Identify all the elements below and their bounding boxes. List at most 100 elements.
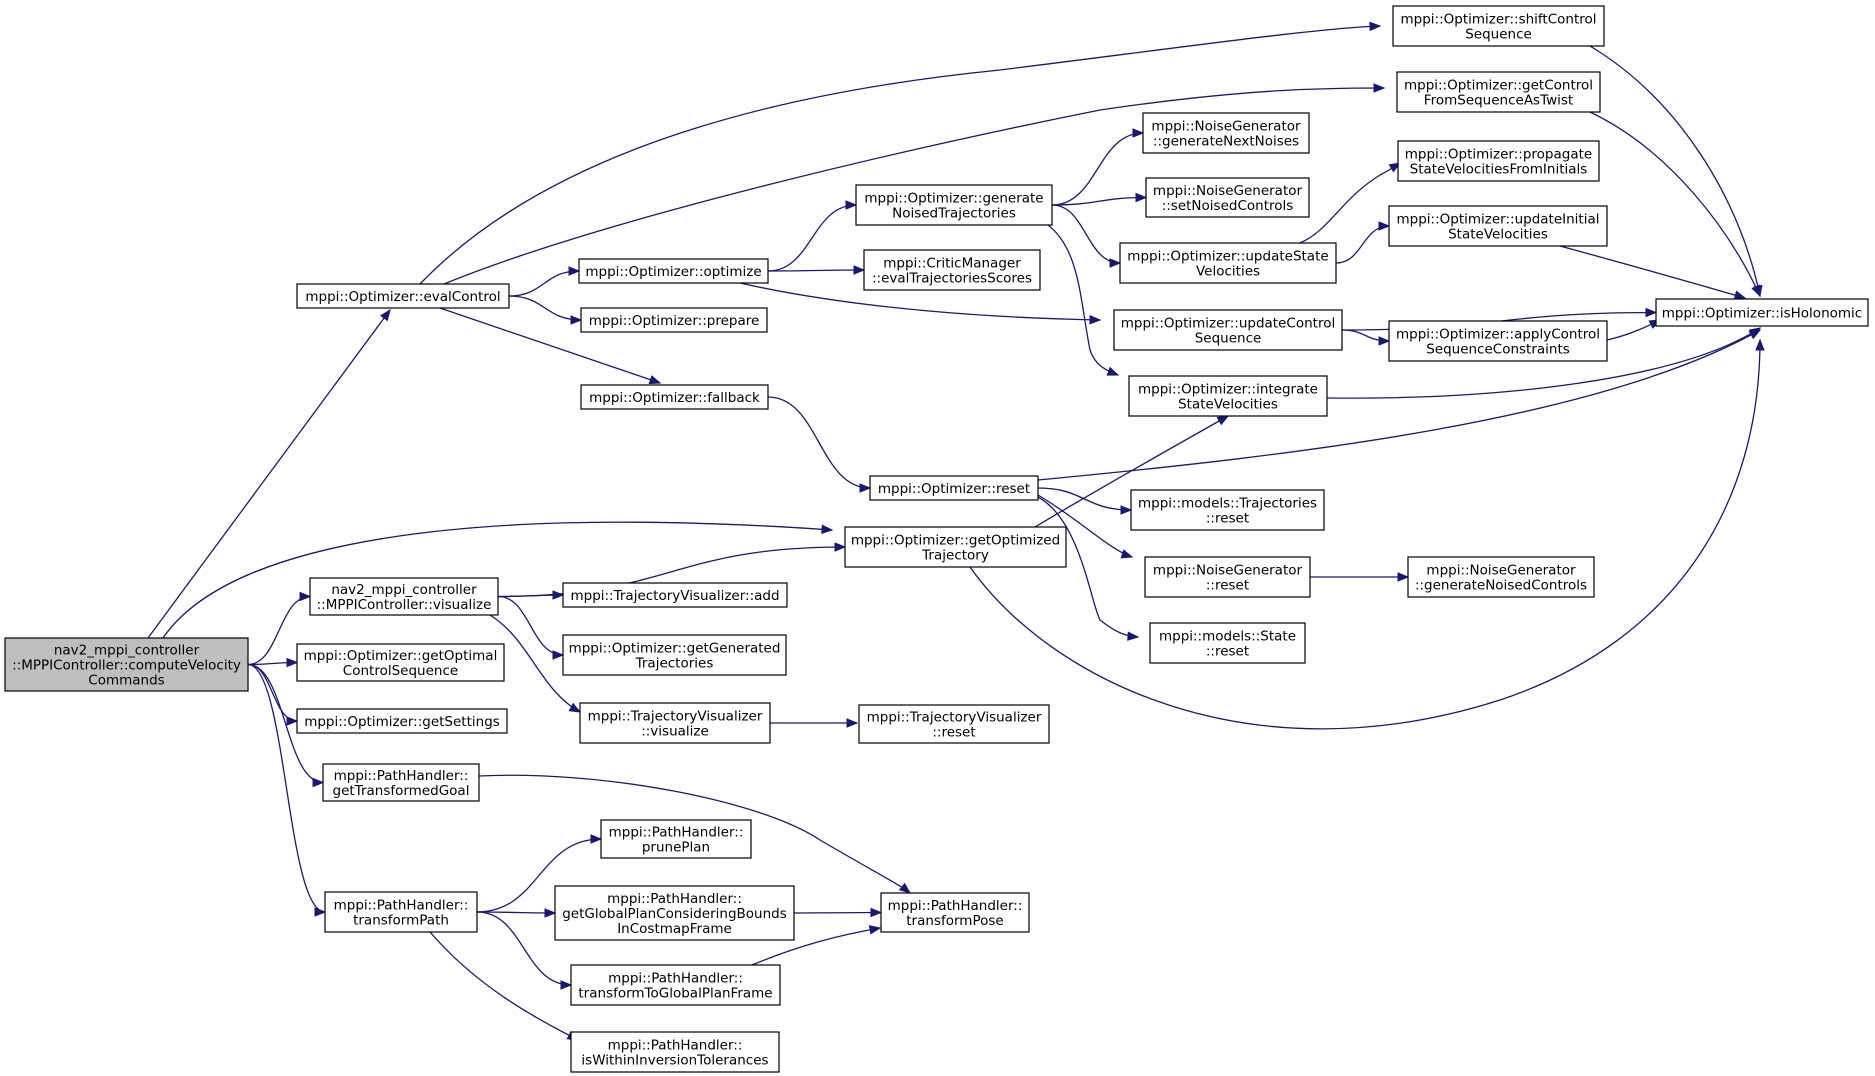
node-label-propagateStateVel-1: StateVelocitiesFromInitials — [1410, 162, 1588, 178]
node-genNextNoises[interactable]: mppi::NoiseGenerator::generateNextNoises — [1142, 112, 1310, 154]
node-getOptimalCS[interactable]: mppi::Optimizer::getOptimalControlSequen… — [296, 643, 505, 682]
arrowhead-reset-to-ngReset — [1120, 549, 1134, 559]
node-ngReset[interactable]: mppi::NoiseGenerator::reset — [1144, 556, 1311, 598]
node-visualize[interactable]: nav2_mppi_controller::MPPIController::vi… — [309, 577, 499, 616]
node-label-tvVisualize-0: mppi::TrajectoryVisualizer — [588, 709, 763, 725]
edge-evalControl-to-prepare — [508, 295, 582, 321]
node-label-getGeneratedTraj-1: Trajectories — [635, 656, 714, 672]
node-label-transformToGlobal-0: mppi::PathHandler:: — [608, 971, 743, 987]
node-getControlTwist[interactable]: mppi::Optimizer::getControlFromSequenceA… — [1396, 71, 1601, 113]
node-label-transformPath-1: transformPath — [353, 913, 449, 929]
edge-root-to-getTransformedGoal — [247, 663, 324, 784]
node-label-generateNoised-1: NoisedTrajectories — [892, 206, 1016, 222]
node-box-isHolonomic — [1655, 298, 1869, 327]
node-label-propagateStateVel-0: mppi::Optimizer::propagate — [1405, 147, 1592, 163]
node-label-root-1: ::MPPIController::computeVelocity — [12, 658, 241, 674]
node-box-applyControlSeq — [1388, 320, 1608, 362]
node-label-stateReset-0: mppi::models::State — [1159, 629, 1296, 645]
node-getSettings[interactable]: mppi::Optimizer::getSettings — [296, 708, 508, 734]
edge-shiftControl-to-isHolonomic — [1589, 45, 1761, 297]
arrowhead-evalControl-to-getControlTwist — [1373, 83, 1386, 93]
edge-evalControl-to-getControlTwist — [443, 87, 1385, 285]
node-prepare[interactable]: mppi::Optimizer::prepare — [580, 307, 768, 333]
node-box-tvAdd — [562, 582, 788, 608]
node-label-tvVisualize-1: ::visualize — [641, 724, 709, 740]
arrowhead-evalControl-to-fallback — [648, 375, 662, 385]
node-propagateStateVel[interactable]: mppi::Optimizer::propagateStateVelocitie… — [1397, 140, 1600, 182]
node-applyControlSeq[interactable]: mppi::Optimizer::applyControlSequenceCon… — [1388, 320, 1608, 362]
node-label-getOptimalCS-0: mppi::Optimizer::getOptimal — [304, 648, 498, 664]
node-label-generateNoised-0: mppi::Optimizer::generate — [864, 191, 1043, 207]
node-box-prunePlan — [600, 819, 752, 859]
node-root[interactable]: nav2_mppi_controller::MPPIController::co… — [4, 637, 249, 692]
node-prunePlan[interactable]: mppi::PathHandler::prunePlan — [600, 819, 752, 859]
node-label-updateStateVel-1: Velocities — [1196, 264, 1260, 280]
node-box-trajReset — [1130, 489, 1325, 531]
edge-reset-to-stateReset — [1037, 496, 1139, 638]
node-stateReset[interactable]: mppi::models::State::reset — [1149, 622, 1306, 664]
node-fallback[interactable]: mppi::Optimizer::fallback — [580, 384, 769, 410]
arrowhead-transformPath-to-transformToGlobal — [560, 980, 573, 990]
node-integrateStateVel[interactable]: mppi::Optimizer::integrateStateVelocitie… — [1128, 375, 1328, 417]
arrowhead-reset-to-isHolonomic — [1748, 329, 1762, 340]
node-generateNoised[interactable]: mppi::Optimizer::generateNoisedTrajector… — [855, 184, 1053, 226]
node-tvAdd[interactable]: mppi::TrajectoryVisualizer::add — [562, 582, 788, 608]
node-isHolonomic[interactable]: mppi::Optimizer::isHolonomic — [1655, 298, 1869, 327]
node-transformPath[interactable]: mppi::PathHandler::transformPath — [324, 891, 478, 933]
node-criticEval[interactable]: mppi::CriticManager::evalTrajectoriesSco… — [863, 249, 1041, 291]
node-ngGenNoisedControls[interactable]: mppi::NoiseGenerator::generateNoisedCont… — [1407, 556, 1595, 598]
arrowhead-updateStateVel-to-updateInitialStateVel — [1378, 221, 1391, 231]
node-transformPose[interactable]: mppi::PathHandler::transformPose — [880, 892, 1030, 933]
node-label-updateInitialStateVel-1: StateVelocities — [1448, 227, 1548, 243]
node-box-propagateStateVel — [1397, 140, 1600, 182]
node-optimize[interactable]: mppi::Optimizer::optimize — [578, 258, 769, 284]
node-label-ngGenNoisedControls-0: mppi::NoiseGenerator — [1426, 563, 1576, 579]
node-box-tvReset — [858, 704, 1050, 744]
node-label-getControlTwist-1: FromSequenceAsTwist — [1424, 93, 1573, 109]
node-isWithinInversion[interactable]: mppi::PathHandler::isWithinInversionTole… — [570, 1031, 780, 1073]
arrowhead-reset-to-stateReset — [1127, 631, 1140, 641]
arrowhead-visualize-to-getGeneratedTraj — [552, 650, 565, 660]
node-getGlobalPlan[interactable]: mppi::PathHandler::getGlobalPlanConsider… — [554, 885, 795, 941]
arrowhead-getControlTwist-to-isHolonomic — [1751, 284, 1761, 298]
arrowhead-getTransformedGoal-to-transformPose — [898, 882, 912, 894]
node-tvReset[interactable]: mppi::TrajectoryVisualizer::reset — [858, 704, 1050, 744]
node-trajReset[interactable]: mppi::models::Trajectories::reset — [1130, 489, 1325, 531]
node-updateInitialStateVel[interactable]: mppi::Optimizer::updateInitialStateVeloc… — [1388, 205, 1608, 247]
node-label-updateControlSeq-0: mppi::Optimizer::updateControl — [1121, 316, 1335, 332]
node-setNoisedControls[interactable]: mppi::NoiseGenerator::setNoisedControls — [1145, 177, 1310, 218]
arrowhead-root-to-getOptimalCS — [286, 657, 299, 668]
node-tvVisualize[interactable]: mppi::TrajectoryVisualizer::visualize — [579, 702, 771, 744]
node-box-ngGenNoisedControls — [1407, 556, 1595, 598]
node-transformToGlobal[interactable]: mppi::PathHandler::transformToGlobalPlan… — [570, 964, 781, 1006]
node-label-applyControlSeq-1: SequenceConstraints — [1426, 342, 1570, 358]
arrowhead-visualize-to-tvAdd — [552, 590, 565, 600]
edge-optimize-to-generateNoised — [767, 204, 857, 272]
arrowhead-reset-to-trajReset — [1120, 505, 1133, 515]
node-box-transformPath — [324, 891, 478, 933]
node-label-prepare-0: mppi::Optimizer::prepare — [589, 313, 760, 329]
node-box-ngReset — [1144, 556, 1311, 598]
node-label-getGlobalPlan-0: mppi::PathHandler:: — [607, 891, 742, 907]
node-label-getOptimizedTrajectory-1: Trajectory — [921, 548, 989, 564]
node-label-isHolonomic-0: mppi::Optimizer::isHolonomic — [1662, 306, 1862, 322]
edge-updateStateVel-to-propagateStateVel — [1299, 162, 1401, 244]
node-getGeneratedTraj[interactable]: mppi::Optimizer::getGeneratedTrajectorie… — [562, 634, 787, 676]
arrowhead-visualize-to-getOptimizedTrajectory — [834, 542, 847, 552]
node-box-optimize — [578, 258, 769, 284]
node-getTransformedGoal[interactable]: mppi::PathHandler::getTransformedGoal — [322, 763, 480, 802]
edge-optimize-to-criticEval — [767, 269, 865, 272]
node-label-getControlTwist-0: mppi::Optimizer::getControl — [1404, 78, 1593, 94]
node-label-tvReset-0: mppi::TrajectoryVisualizer — [867, 710, 1042, 726]
node-reset[interactable]: mppi::Optimizer::reset — [869, 475, 1039, 501]
arrowhead-evalControl-to-shiftControl — [1369, 21, 1382, 32]
edge-generateNoised-to-integrateStateVel — [1047, 224, 1119, 376]
arrowhead-ngReset-to-ngGenNoisedControls — [1397, 572, 1410, 582]
edge-root-to-getOptimizedTrajectory — [162, 521, 833, 639]
node-box-stateReset — [1149, 622, 1306, 664]
node-evalControl[interactable]: mppi::Optimizer::evalControl — [296, 283, 510, 309]
